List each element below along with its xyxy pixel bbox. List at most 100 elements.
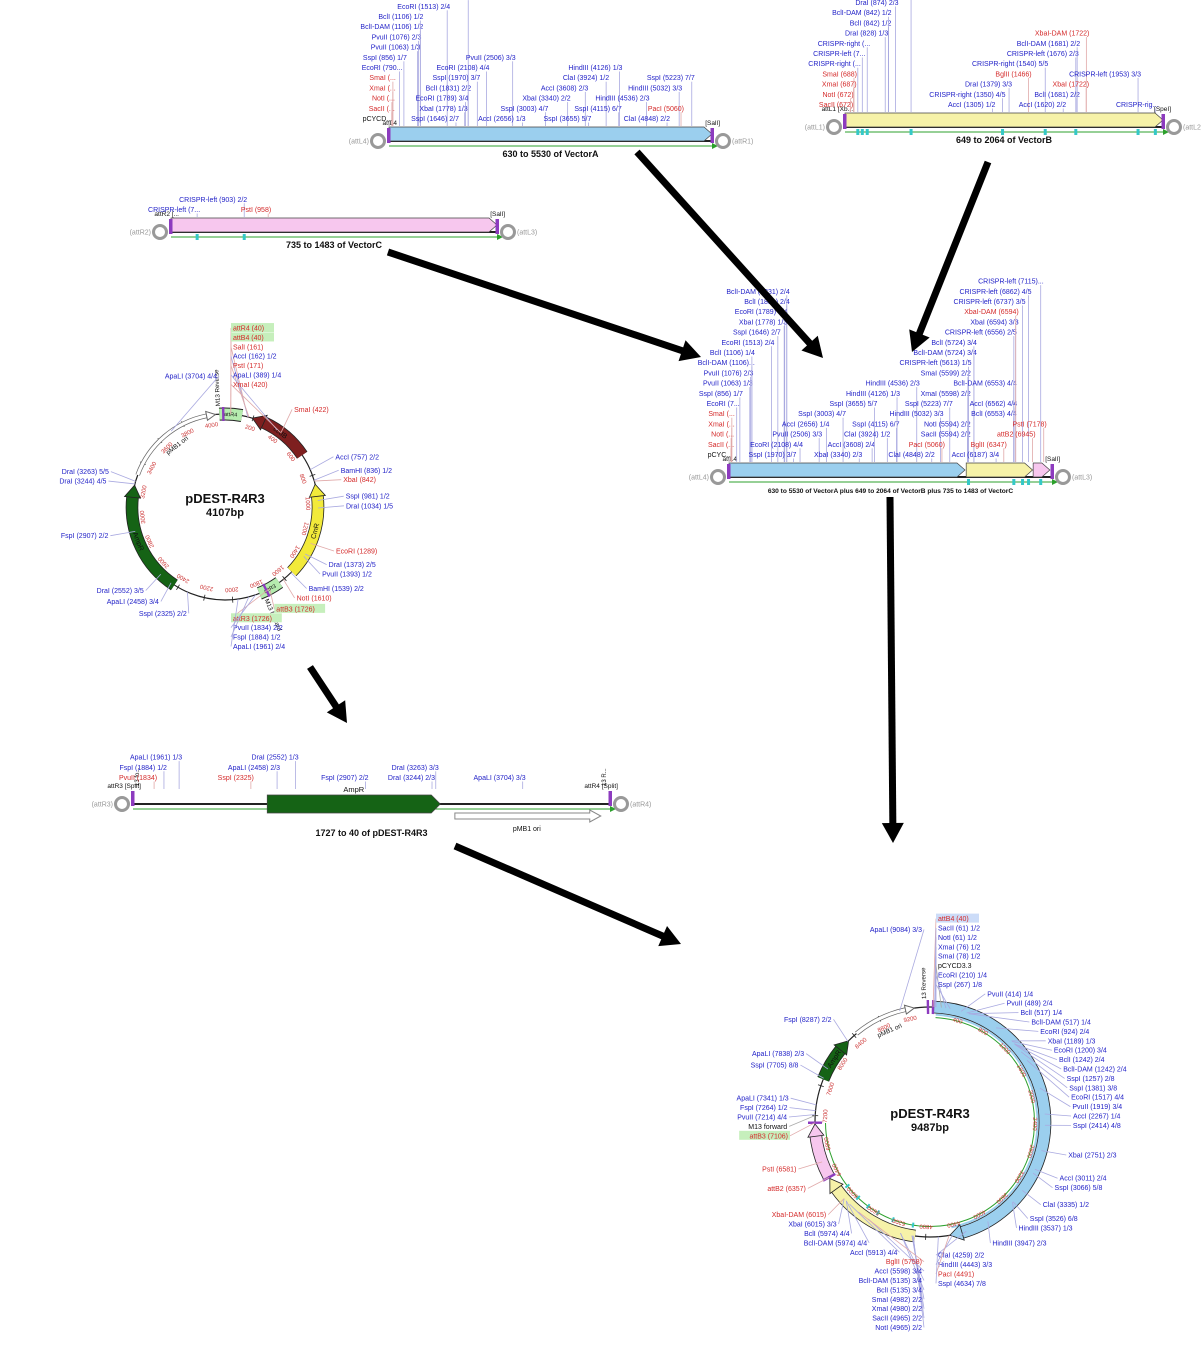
restriction-site-label[interactable]: BclI (5974) 4/4 [804,1231,850,1238]
restriction-site-label[interactable]: AccI (3011) 2/4 [1060,1176,1107,1183]
restriction-site-label[interactable]: ApaLI (3704) 3/3 [474,775,526,782]
restriction-site-label[interactable]: BclI (5135) 3/4 [876,1287,922,1294]
restriction-site-label[interactable]: SspI (2325) [218,775,254,782]
restriction-site-label[interactable]: DraI (828) 1/3 [845,31,888,38]
restriction-site-label[interactable]: CRISPR-left (6556) 2/5 [945,330,1017,337]
restriction-site-label[interactable]: HindIII (5032) 3/3 [889,411,943,418]
restriction-site-label[interactable]: CRISPR-right (... [808,61,861,68]
restriction-site-label[interactable]: HindIII (4126) 1/3 [846,391,900,398]
restriction-site-label[interactable]: SspI (7705) 8/8 [751,1063,799,1070]
restriction-site-label[interactable]: attB4 (40) [938,916,969,923]
feature-arc[interactable] [287,495,324,576]
restriction-site-label[interactable]: BclI (1242) 2/4 [1059,1057,1105,1064]
restriction-site-label[interactable]: NotI (5594) 2/2 [924,421,971,428]
restriction-site-label[interactable]: EcoRI (1789) 3/4 [735,309,788,316]
restriction-site-label[interactable]: PvuII (2506) 3/3 [466,55,516,62]
restriction-site-label[interactable]: PvuII (1076) 2/3 [372,34,422,41]
restriction-site-label[interactable]: EcoRI (1513) 2/4 [722,340,775,347]
restriction-site-label[interactable]: HindIII (4126) 1/3 [568,65,622,72]
restriction-site-label[interactable]: attR3 (1726) [233,616,272,623]
restriction-site-label[interactable]: DraI (2552) 3/5 [97,588,144,595]
restriction-site-label[interactable]: ApaLI (1961) 1/3 [130,755,182,762]
restriction-site-label[interactable]: AccI (2656) 1/3 [478,116,526,123]
restriction-site-label[interactable]: BclI-DAM (6553) 4/4 [953,381,1017,388]
vector-fragment-arrow[interactable] [388,126,713,142]
restriction-site-label[interactable]: ClaI (4848) 2/2 [888,452,934,459]
ori-open-arrow[interactable] [454,809,602,823]
restriction-site-label[interactable]: SspI (5223) 7/7 [647,75,695,82]
restriction-site-label[interactable]: ApaLI (3704) 4/4 [165,373,217,380]
restriction-site-label[interactable]: PacI (5060) [648,106,684,113]
restriction-site-label[interactable]: SmaI (5599) 2/2 [921,370,971,377]
restriction-site-label[interactable]: CRISPR-right (1540) 5/5 [972,61,1048,68]
restriction-site-label[interactable]: XbaI (2751) 2/3 [1068,1153,1116,1160]
restriction-site-label[interactable]: EcoRI (2108) 4/4 [437,65,490,72]
restriction-site-label[interactable]: BglII (5758) [886,1259,922,1266]
restriction-site-label[interactable]: PvuII (1063) 1/3 [371,45,421,52]
restriction-site-label[interactable]: BglII (6347) [971,442,1007,449]
restriction-site-label[interactable]: XmaI (... [369,85,396,92]
restriction-site-label[interactable]: XbaI (1778) 1/3 [419,106,467,113]
restriction-site-label[interactable]: PvuII (2506) 3/3 [772,432,822,439]
feature-arc[interactable] [126,496,178,590]
restriction-site-label[interactable]: BclI-DAM (1106) 1/2 [360,24,423,31]
restriction-site-label[interactable]: NotI (672) [822,92,853,99]
restriction-site-label[interactable]: FspI (8287) 2/2 [784,1017,832,1024]
restriction-site-label[interactable]: AccI (5598) 3/4 [875,1269,923,1276]
restriction-site-label[interactable]: DraI (3244) 4/5 [59,479,106,486]
restriction-site-label[interactable]: attB3 (7106) [749,1133,788,1140]
restriction-site-label[interactable]: pCYCD... [363,116,393,123]
linear-map-vectorA[interactable]: (attL4)(attR1)attL4[SalI]630 to 5530 of … [349,0,754,159]
restriction-site-label[interactable]: SacII (5594) 2/2 [921,432,971,439]
restriction-site-label[interactable]: attB3 (1726) [276,606,315,613]
restriction-site-label[interactable]: XmaI (687) [822,82,857,89]
restriction-site-label[interactable]: XbaI (3340) 2/3 [814,452,862,459]
restriction-site-label[interactable]: ApaLI (389) 1/4 [233,373,281,380]
restriction-site-label[interactable]: DraI (2552) 1/3 [252,755,299,762]
restriction-site-label[interactable]: NotI (1610) [297,595,332,602]
restriction-site-label[interactable]: SmaI (... [708,411,735,418]
restriction-site-label[interactable]: BclI (1831) 2/2 [426,85,472,92]
restriction-site-label[interactable]: PvuII (1393) 1/2 [322,572,372,579]
restriction-site-label[interactable]: FspI (1884) 1/2 [233,635,281,642]
restriction-site-label[interactable]: CRISPR-left (6737) 3/5 [954,299,1026,306]
restriction-site-label[interactable]: HindIII (5032) 3/3 [628,85,682,92]
restriction-site-label[interactable]: CRISPR-right (... [818,41,871,48]
restriction-site-label[interactable]: XbaI (1722) [1053,82,1090,89]
restriction-site-label[interactable]: pCYCD3.3 [938,963,972,970]
restriction-site-label[interactable]: SacII (... [369,106,395,113]
restriction-site-label[interactable]: EcoRI (790... [362,65,403,72]
restriction-site-label[interactable]: PstI (958) [241,207,271,214]
restriction-site-label[interactable]: AccI (3608) 2/4 [828,442,876,449]
restriction-site-label[interactable]: DraI (3263) 5/5 [62,469,109,476]
restriction-site-label[interactable]: SspI (267) 1/8 [938,982,982,989]
restriction-site-label[interactable]: SacII (4965) 2/2 [872,1316,922,1323]
restriction-site-label[interactable]: BclI-DAM (5135) 3/4 [859,1278,923,1285]
restriction-site-label[interactable]: XmaI (... [708,421,735,428]
restriction-site-label[interactable]: XbaI (6594) 3/3 [970,319,1018,326]
restriction-site-label[interactable]: BamHI (836) 1/2 [341,468,392,475]
restriction-site-label[interactable]: XbaI (3340) 2/2 [522,96,570,103]
restriction-site-label[interactable]: M13 forward [748,1124,787,1131]
restriction-site-label[interactable]: HindIII (4443) 3/3 [938,1262,992,1269]
restriction-site-label[interactable]: ApaLI (7838) 2/3 [752,1051,804,1058]
restriction-site-label[interactable]: XbaI (6015) 3/3 [788,1222,836,1229]
restriction-site-label[interactable]: BamHI (1539) 2/2 [309,586,364,593]
restriction-site-label[interactable]: FspI (2907) 2/2 [321,775,369,782]
restriction-site-label[interactable]: SspI (1646) 2/7 [733,330,781,337]
restriction-site-label[interactable]: CRISPR-left (1676) 2/3 [1007,51,1079,58]
restriction-site-label[interactable]: PstI (7178) [1012,421,1046,428]
restriction-site-label[interactable]: BclI-DAM (1106)... [698,360,755,367]
vector-fragment-arrow[interactable] [728,462,966,478]
restriction-site-label[interactable]: AccI (1305) 1/2 [948,102,996,109]
restriction-site-label[interactable]: AccI (1620) 2/2 [1019,102,1067,109]
restriction-site-label[interactable]: BclI (1106) 1/4 [710,350,755,357]
restriction-site-label[interactable]: SspI (3655) 5/7 [544,116,592,123]
restriction-site-label[interactable]: AccI (6562) 4/4 [970,401,1018,408]
restriction-site-label[interactable]: PstI (6581) [762,1167,796,1174]
feature-arc[interactable] [933,1001,1051,1238]
restriction-site-label[interactable]: FspI (1884) 1/2 [119,765,167,772]
restriction-site-label[interactable]: EcoRI (2108) 4/4 [750,442,803,449]
restriction-site-label[interactable]: PstI (171) [233,363,263,370]
restriction-site-label[interactable]: AccI (2656) 1/4 [782,421,830,428]
